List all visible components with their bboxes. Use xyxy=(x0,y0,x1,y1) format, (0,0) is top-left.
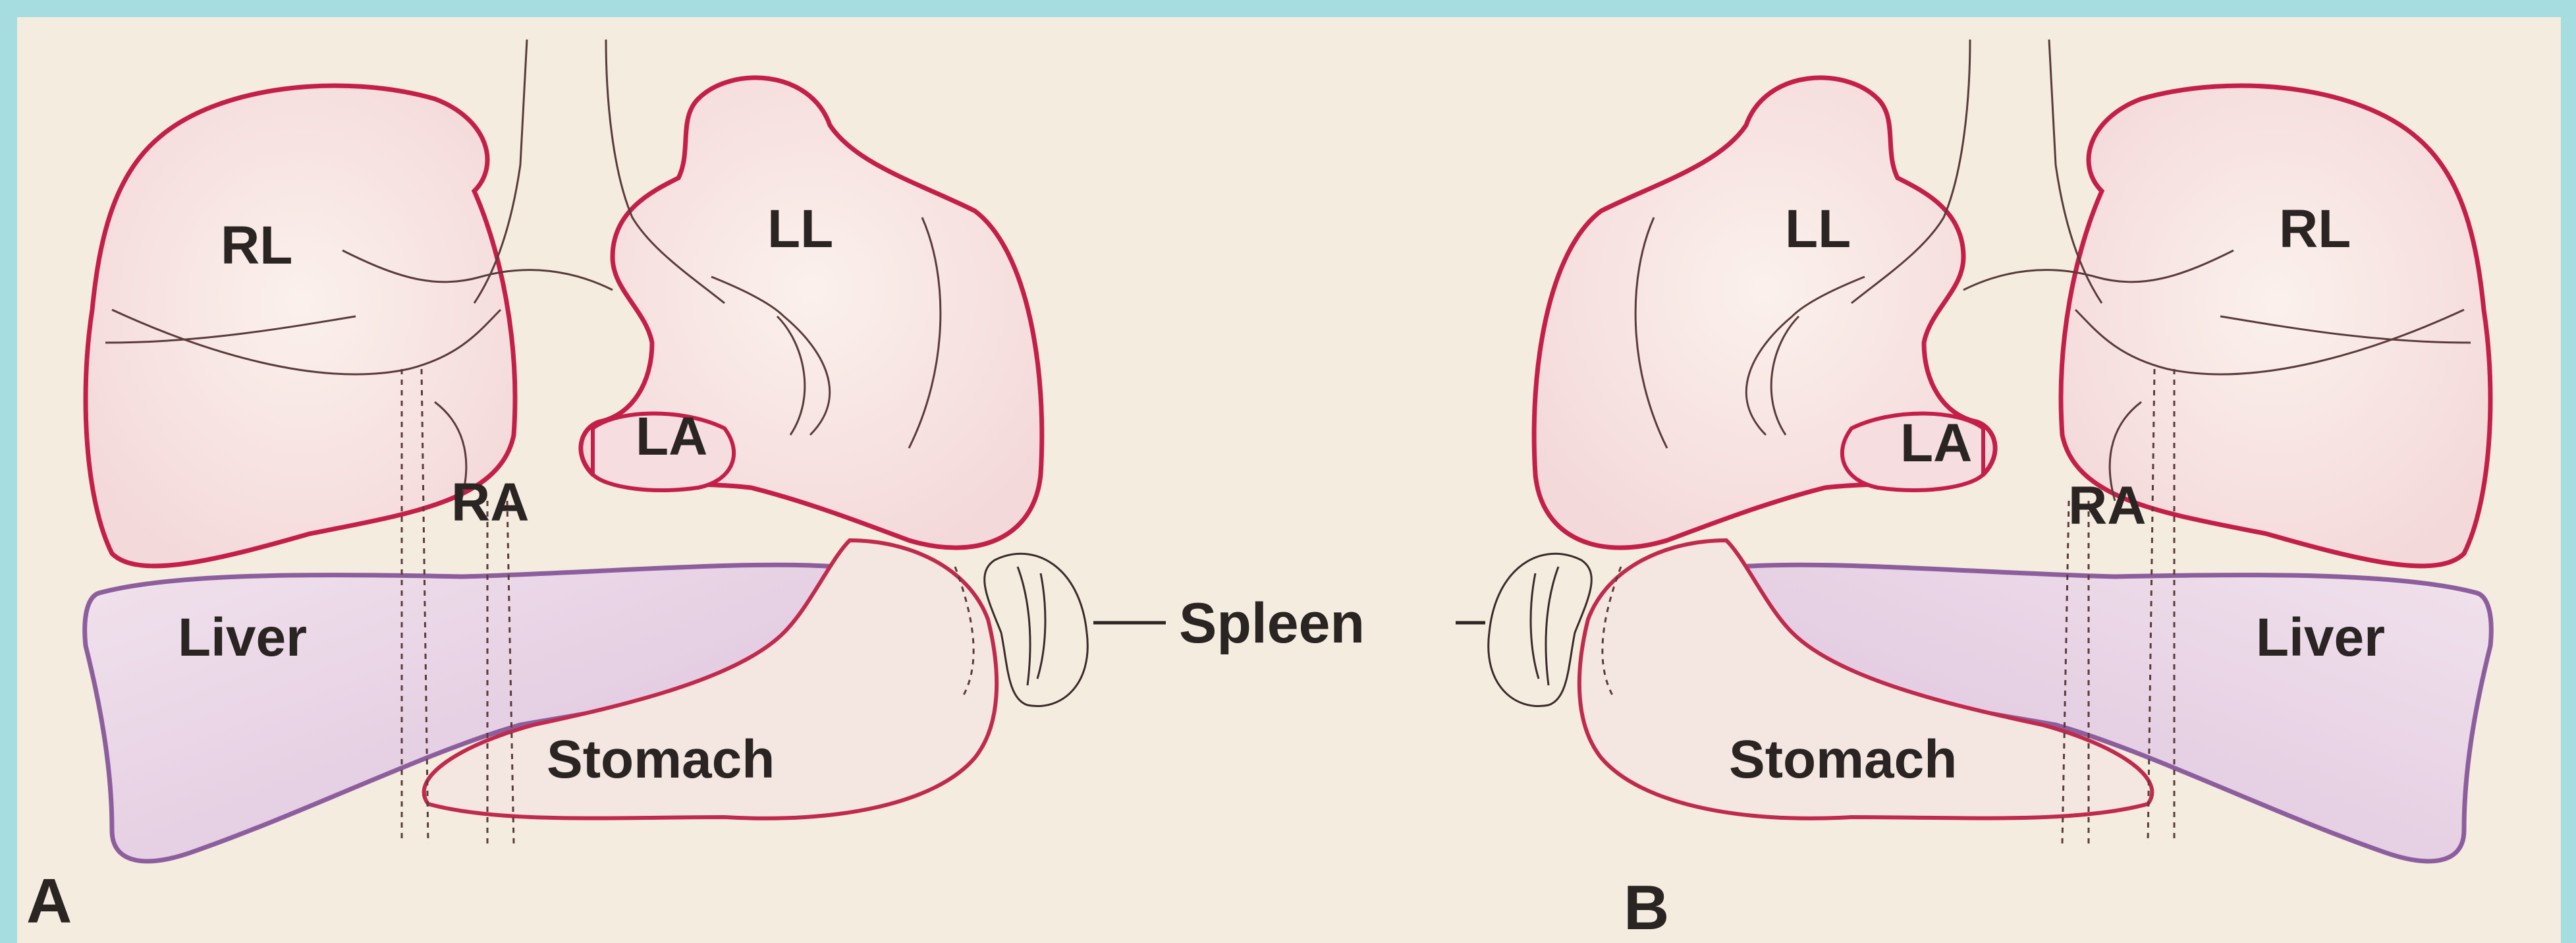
panel-b-letter: B xyxy=(1624,872,1669,943)
panel-a-ra-label: RA xyxy=(451,472,529,532)
panel-b-liver-label: Liver xyxy=(2256,608,2385,668)
panel-b-rl-label: RL xyxy=(2279,199,2351,259)
panel-b-ra-label: RA xyxy=(2068,476,2146,536)
panel-a-stomach-label: Stomach xyxy=(547,729,775,789)
panel-a-la-label: LA xyxy=(636,407,707,467)
panel-a-ll-label: LL xyxy=(767,199,833,259)
spleen-label: Spleen xyxy=(1179,592,1365,655)
panel-a-liver-label: Liver xyxy=(178,608,307,668)
panel-a-rl-label: RL xyxy=(221,215,292,275)
panel-b-stomach-label: Stomach xyxy=(1729,729,1957,789)
panel-b-la-label: LA xyxy=(1900,413,1972,473)
panel-b-ll-label: LL xyxy=(1785,199,1851,259)
panel-a-letter: A xyxy=(26,866,72,936)
